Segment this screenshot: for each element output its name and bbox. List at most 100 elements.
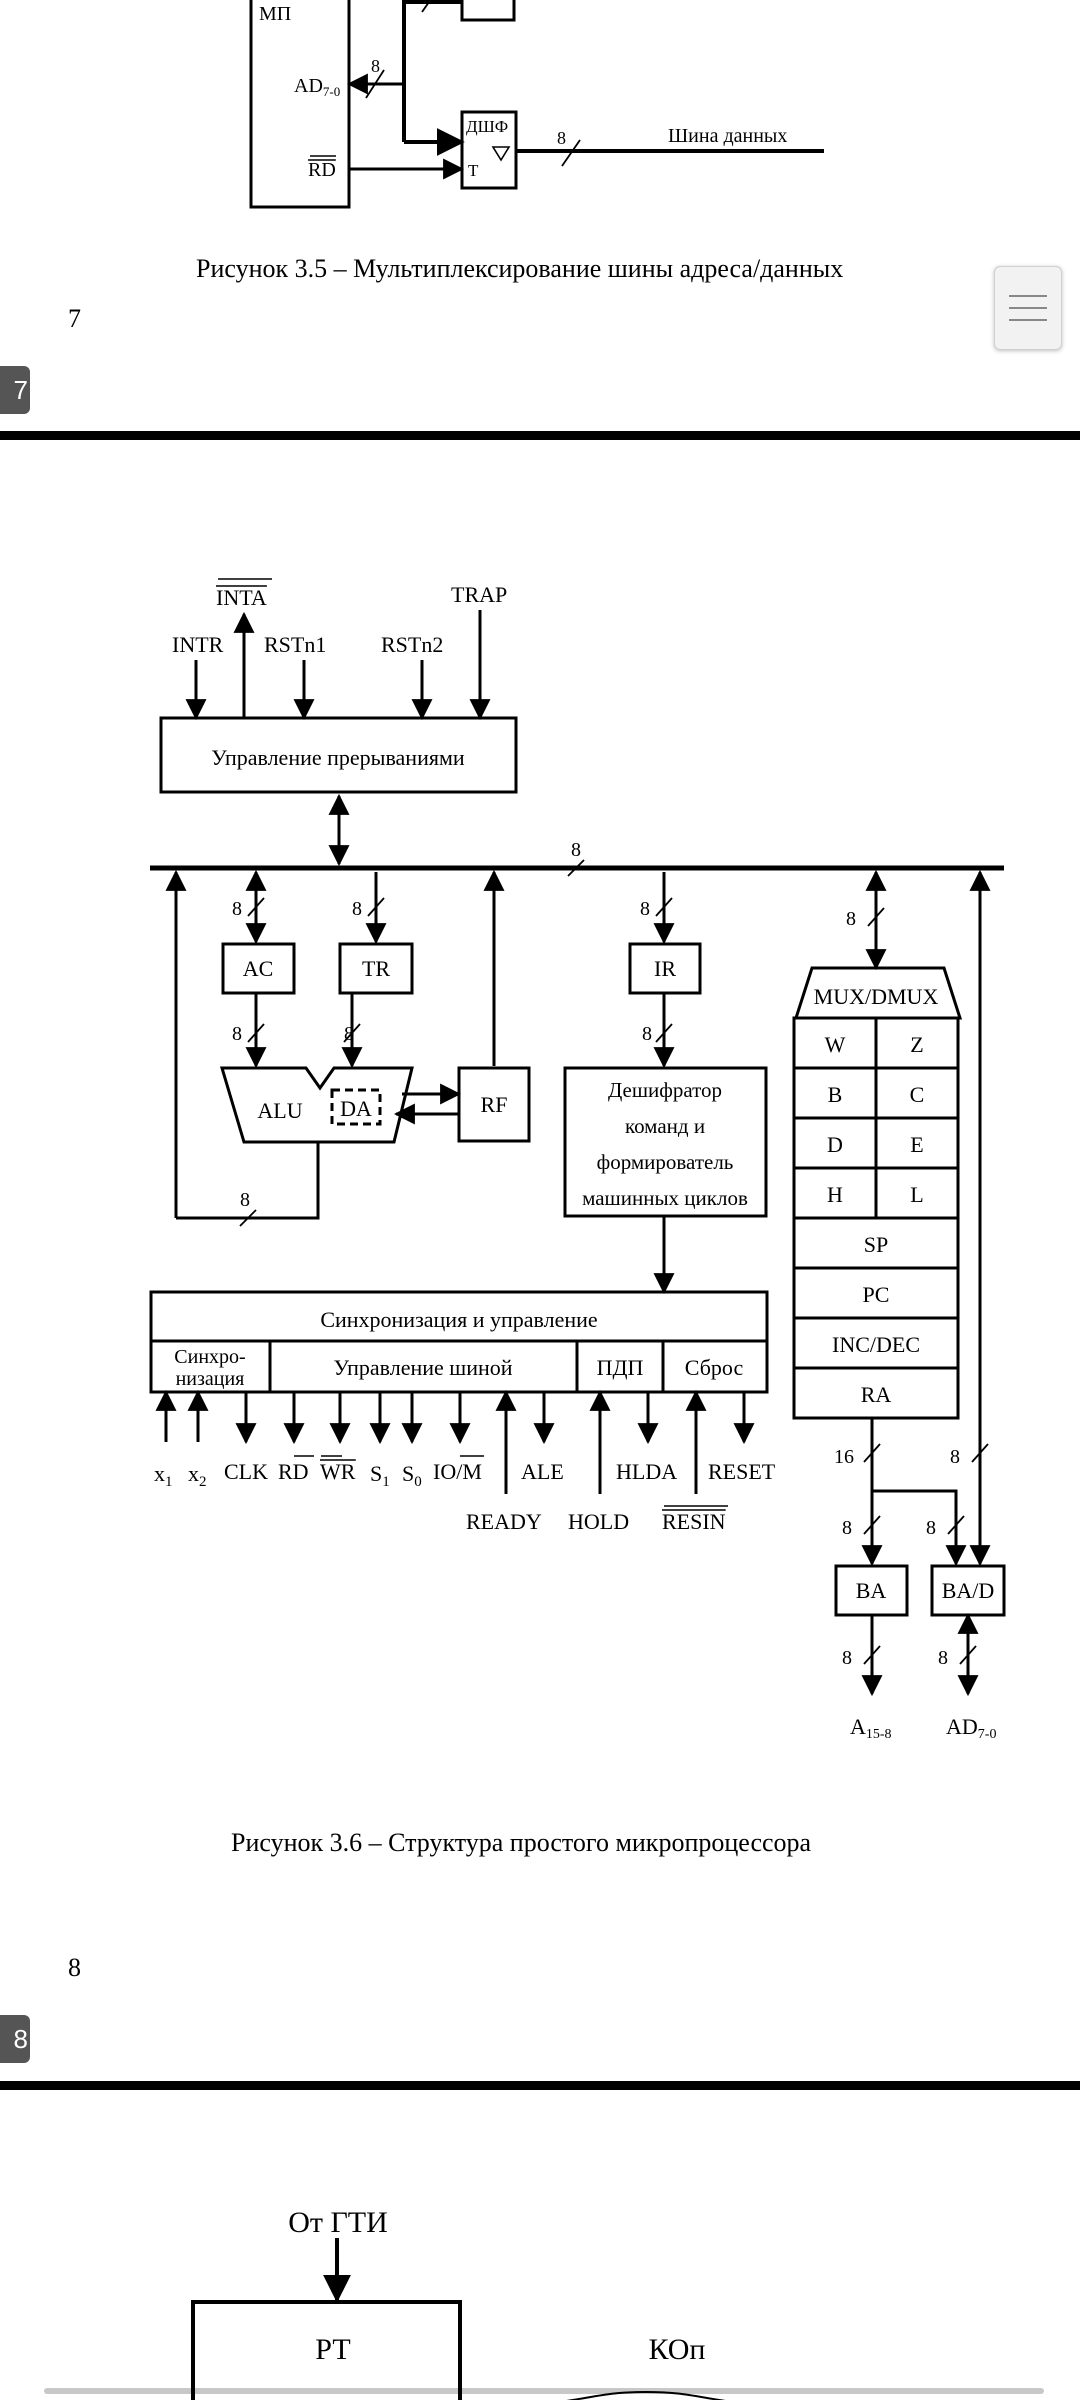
rt-label: РТ: [315, 2333, 350, 2366]
hold-label: HOLD: [568, 1509, 629, 1534]
da-label: DA: [340, 1096, 372, 1121]
width-tick: [365, 69, 385, 99]
page-tab-8[interactable]: 8: [0, 2015, 30, 2063]
tr-block: [338, 942, 414, 995]
s0-label: S0: [402, 1461, 422, 1490]
menu-icon-line: [1009, 307, 1047, 309]
width-ra-label: 16: [834, 1446, 854, 1468]
decoder-line-4: машинных циклов: [582, 1186, 748, 1210]
x2-label: x2: [188, 1461, 207, 1490]
page-tab-label: 8: [13, 2023, 28, 2054]
a-output-label: A15-8: [850, 1714, 892, 1742]
reg-w: W: [825, 1032, 846, 1057]
rt-block: [191, 2300, 462, 2400]
bad-label: BA/D: [942, 1578, 995, 1603]
reg-sp: SP: [864, 1232, 888, 1257]
sync-label-2: низация: [176, 1368, 245, 1390]
decoder-line-3: формирователь: [597, 1150, 734, 1174]
rst1-label: RSTn1: [264, 632, 326, 657]
figure-next-labels: От ГТИ РТ КОп: [288, 2206, 705, 2366]
width-mux-label: 8: [846, 908, 856, 930]
width-bad-label: 8: [926, 1517, 936, 1539]
width-ac-label: 8: [232, 898, 242, 920]
iom-label: IO/M: [433, 1459, 482, 1484]
reg-z: Z: [910, 1032, 923, 1057]
width-alu2-label: 8: [344, 1023, 354, 1045]
bus-width-label: 8: [571, 839, 581, 861]
page-separator: [0, 431, 1080, 440]
ac-label: AC: [243, 956, 274, 981]
ir-label: IR: [654, 956, 676, 981]
page-number: 7: [68, 304, 81, 333]
inta-label: INTA: [216, 585, 267, 610]
figure-3-6: [149, 578, 1006, 1697]
reg-pc: PC: [863, 1282, 890, 1307]
mp-block: [249, 0, 351, 209]
figure-3-5-labels: МП AD7-0 8 RD ДШФ T 8 Шина данных: [259, 3, 787, 181]
kop-label: КОп: [649, 2333, 706, 2366]
width-label: 8: [371, 56, 380, 76]
horizontal-scrollbar[interactable]: [44, 2388, 1044, 2394]
t-label: T: [468, 161, 479, 180]
resin-label: RESIN: [662, 1509, 726, 1534]
hlda-label: HLDA: [616, 1459, 677, 1484]
x1-label: x1: [154, 1461, 173, 1490]
trap-label: TRAP: [451, 582, 507, 607]
latch-block-upper: [460, 0, 516, 22]
page-separator: [0, 2081, 1080, 2090]
menu-icon: [1009, 295, 1047, 297]
rst2-label: RSTn2: [381, 632, 443, 657]
ready-label: READY: [466, 1509, 542, 1534]
figure-3-5-caption: Рисунок 3.5 – Мультиплексирование шины а…: [196, 254, 844, 283]
ac-block: [221, 942, 296, 995]
page-tab-7[interactable]: 7: [0, 366, 30, 414]
reg-incdec: INC/DEC: [832, 1332, 920, 1357]
mux-block: [793, 966, 963, 1020]
alu-block: [219, 1066, 414, 1144]
reset-label: RESET: [708, 1459, 776, 1484]
width-alu1-label: 8: [232, 1023, 242, 1045]
wr-label: WR: [320, 1459, 356, 1484]
page-number: 8: [68, 1953, 81, 1982]
menu-button[interactable]: [994, 266, 1062, 350]
figure-3-6-labels: INTR INTA RSTn1 RSTn2 TRAP Управление пр…: [154, 582, 996, 1742]
alu-label: ALU: [257, 1098, 302, 1123]
figure-3-5: [249, 0, 824, 209]
rf-block: [457, 1066, 531, 1143]
data-bus-label: Шина данных: [668, 125, 787, 147]
decoder-line-2: команд и: [625, 1114, 705, 1138]
reg-h: H: [827, 1182, 843, 1207]
rd-label: RD: [278, 1459, 309, 1484]
rf-label: RF: [481, 1092, 508, 1117]
ba-label: BA: [856, 1578, 887, 1603]
width-ad-label: 8: [938, 1647, 948, 1669]
reg-l: L: [910, 1182, 923, 1207]
reg-e: E: [910, 1132, 923, 1157]
bus-width-label: 8: [557, 128, 566, 148]
figure-3-6-caption: Рисунок 3.6 – Структура простого микропр…: [231, 1828, 812, 1857]
width-bus-right-label: 8: [950, 1446, 960, 1468]
interrupt-block-label: Управление прерываниями: [211, 745, 465, 770]
source-label: От ГТИ: [288, 2206, 388, 2239]
reset-block-label: Сброс: [685, 1355, 744, 1380]
dma-label: ПДП: [597, 1355, 644, 1380]
ad-output-label: AD7-0: [946, 1714, 996, 1742]
tr-label: TR: [362, 956, 390, 981]
sync-control-label: Синхронизация и управление: [320, 1307, 597, 1332]
mux-label: MUX/DMUX: [814, 984, 939, 1009]
ad-label: AD7-0: [294, 75, 340, 99]
decoder-line-1: Дешифратор: [608, 1078, 722, 1102]
width-tr-label: 8: [352, 898, 362, 920]
rd-label: RD: [308, 159, 336, 181]
width-ba-label: 8: [842, 1517, 852, 1539]
page-tab-label: 7: [13, 374, 28, 405]
menu-icon-line: [1009, 319, 1047, 321]
reg-ra: RA: [861, 1382, 892, 1407]
intr-label: INTR: [172, 632, 224, 657]
interrupt-control-block: [159, 716, 518, 794]
width-a-label: 8: [842, 1647, 852, 1669]
ale-label: ALE: [521, 1459, 564, 1484]
sync-label-1: Синхро-: [174, 1346, 245, 1368]
da-block: [330, 1088, 382, 1126]
